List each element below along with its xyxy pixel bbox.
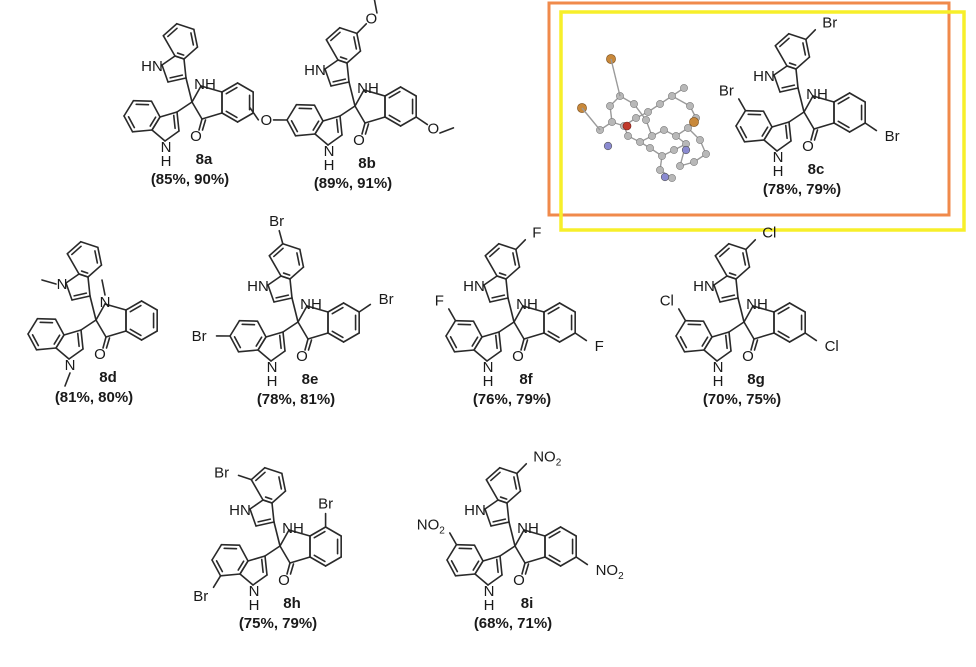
lower-indole-n-label: N — [65, 357, 76, 374]
carbonyl-o-label: O — [742, 348, 754, 365]
core-substituent-7: Br — [318, 496, 333, 513]
compound-id: 8e — [302, 371, 319, 388]
compound-id: 8d — [99, 369, 117, 386]
lower-substituent-5: F — [435, 292, 444, 309]
lower-indole-h-label: H — [161, 153, 172, 170]
upper-indole-nh-label: HN — [464, 502, 486, 519]
lower-indole-h-label: H — [249, 597, 260, 614]
carbonyl-o-label: O — [353, 132, 365, 149]
lower-indole-n-label: N — [713, 359, 724, 376]
lower-substituent-6: Br — [192, 328, 207, 345]
compound-id: 8g — [747, 371, 765, 388]
upper-indole-nh-label: N — [57, 276, 68, 293]
lower-substituent-5: Cl — [660, 292, 674, 309]
upper-indole-nh-label: HN — [693, 278, 715, 295]
lower-indole-h-label: H — [324, 157, 335, 174]
lower-indole-n-label: N — [267, 359, 278, 376]
core-substituent-5: Br — [885, 128, 900, 145]
upper-substituent-7: Br — [214, 464, 229, 481]
core-substituent-6: Br — [379, 291, 394, 308]
upper-indole-nh-label: HN — [753, 68, 775, 85]
compound-yield: (81%, 80%) — [55, 389, 133, 406]
compound-8f: NH O F HN F NH F 8f (76%, 79%) — [435, 225, 604, 408]
lower-substituent-5: NO2 — [417, 516, 446, 536]
lower-substituent-7: Br — [193, 588, 208, 605]
lower-indole-n-label: N — [161, 139, 172, 156]
upper-indole-nh-label: HN — [141, 58, 163, 75]
compound-yield: (75%, 79%) — [239, 615, 317, 632]
core-substituent-5: F — [595, 338, 604, 355]
upper-substituent-5: O — [365, 11, 377, 28]
lower-indole-h-label: H — [713, 373, 724, 390]
lower-indole-n-label: N — [484, 583, 495, 600]
compound-id: 8f — [519, 371, 533, 388]
compound-id: 8c — [808, 161, 825, 178]
indolinone-nh-label: NH — [282, 520, 304, 537]
core-substituent-5: NO2 — [596, 562, 625, 582]
lower-indole-n-label: N — [483, 359, 494, 376]
compound-yield: (78%, 79%) — [763, 181, 841, 198]
upper-indole-nh-label: HN — [229, 502, 251, 519]
indolinone-nh-label: NH — [194, 76, 216, 93]
upper-indole-nh-label: HN — [463, 278, 485, 295]
lower-substituent-5: Br — [719, 82, 734, 99]
carbonyl-o-label: O — [513, 572, 525, 589]
carbonyl-o-label: O — [278, 572, 290, 589]
indolinone-nh-label: NH — [516, 296, 538, 313]
compound-id: 8h — [283, 595, 301, 612]
compound-yield: (76%, 79%) — [473, 391, 551, 408]
compound-8a: NH O HN NH 8a (85%, 90%) — [123, 22, 254, 188]
compound-id: 8i — [521, 595, 534, 612]
lower-indole-h-label: H — [483, 373, 494, 390]
compound-yield: (68%, 71%) — [474, 615, 552, 632]
carbonyl-o-label: O — [296, 348, 308, 365]
upper-substituent-5: Cl — [762, 225, 776, 242]
indolinone-nh-label: NH — [357, 80, 379, 97]
upper-substituent-5: NO2 — [533, 449, 562, 469]
lower-indole-n-label: N — [324, 143, 335, 160]
lower-indole-h-label: H — [484, 597, 495, 614]
highlight-box-inner — [559, 10, 966, 232]
upper-indole-nh-label: HN — [247, 278, 269, 295]
compound-yield: (89%, 91%) — [314, 175, 392, 192]
lower-indole-h-label: H — [267, 373, 278, 390]
indolinone-nh-label: NH — [806, 86, 828, 103]
carbonyl-o-label: O — [802, 138, 814, 155]
lower-indole-n-label: N — [773, 149, 784, 166]
carbonyl-o-label: O — [190, 128, 202, 145]
crystal-structure — [577, 54, 710, 182]
compound-8d: N O N N 8d (81%, 80%) — [27, 240, 158, 406]
carbonyl-o-label: O — [94, 346, 106, 363]
core-substituent-5: Cl — [825, 338, 839, 355]
compound-id: 8b — [358, 155, 376, 172]
core-substituent-5: O — [428, 121, 440, 138]
compound-yield: (70%, 75%) — [703, 391, 781, 408]
highlight-box-outer — [547, 1, 951, 217]
lower-indole-n-label: N — [249, 583, 260, 600]
indolinone-nh-label: NH — [517, 520, 539, 537]
indolinone-nh-label: N — [100, 294, 111, 311]
upper-substituent-5: Br — [822, 15, 837, 32]
upper-indole-nh-label: HN — [304, 62, 326, 79]
compound-yield: (85%, 90%) — [151, 171, 229, 188]
compound-8b: NH O O HN O NH O 8b (89%, 91%) — [249, 0, 455, 192]
upper-substituent-5: F — [532, 225, 541, 242]
carbonyl-o-label: O — [512, 348, 524, 365]
indolinone-nh-label: NH — [746, 296, 768, 313]
compound-yield: (78%, 81%) — [257, 391, 335, 408]
upper-substituent-6: Br — [269, 213, 284, 230]
lower-substituent-6: O — [260, 112, 272, 129]
compound-id: 8a — [196, 151, 213, 168]
indolinone-nh-label: NH — [300, 296, 322, 313]
lower-indole-h-label: H — [773, 163, 784, 180]
